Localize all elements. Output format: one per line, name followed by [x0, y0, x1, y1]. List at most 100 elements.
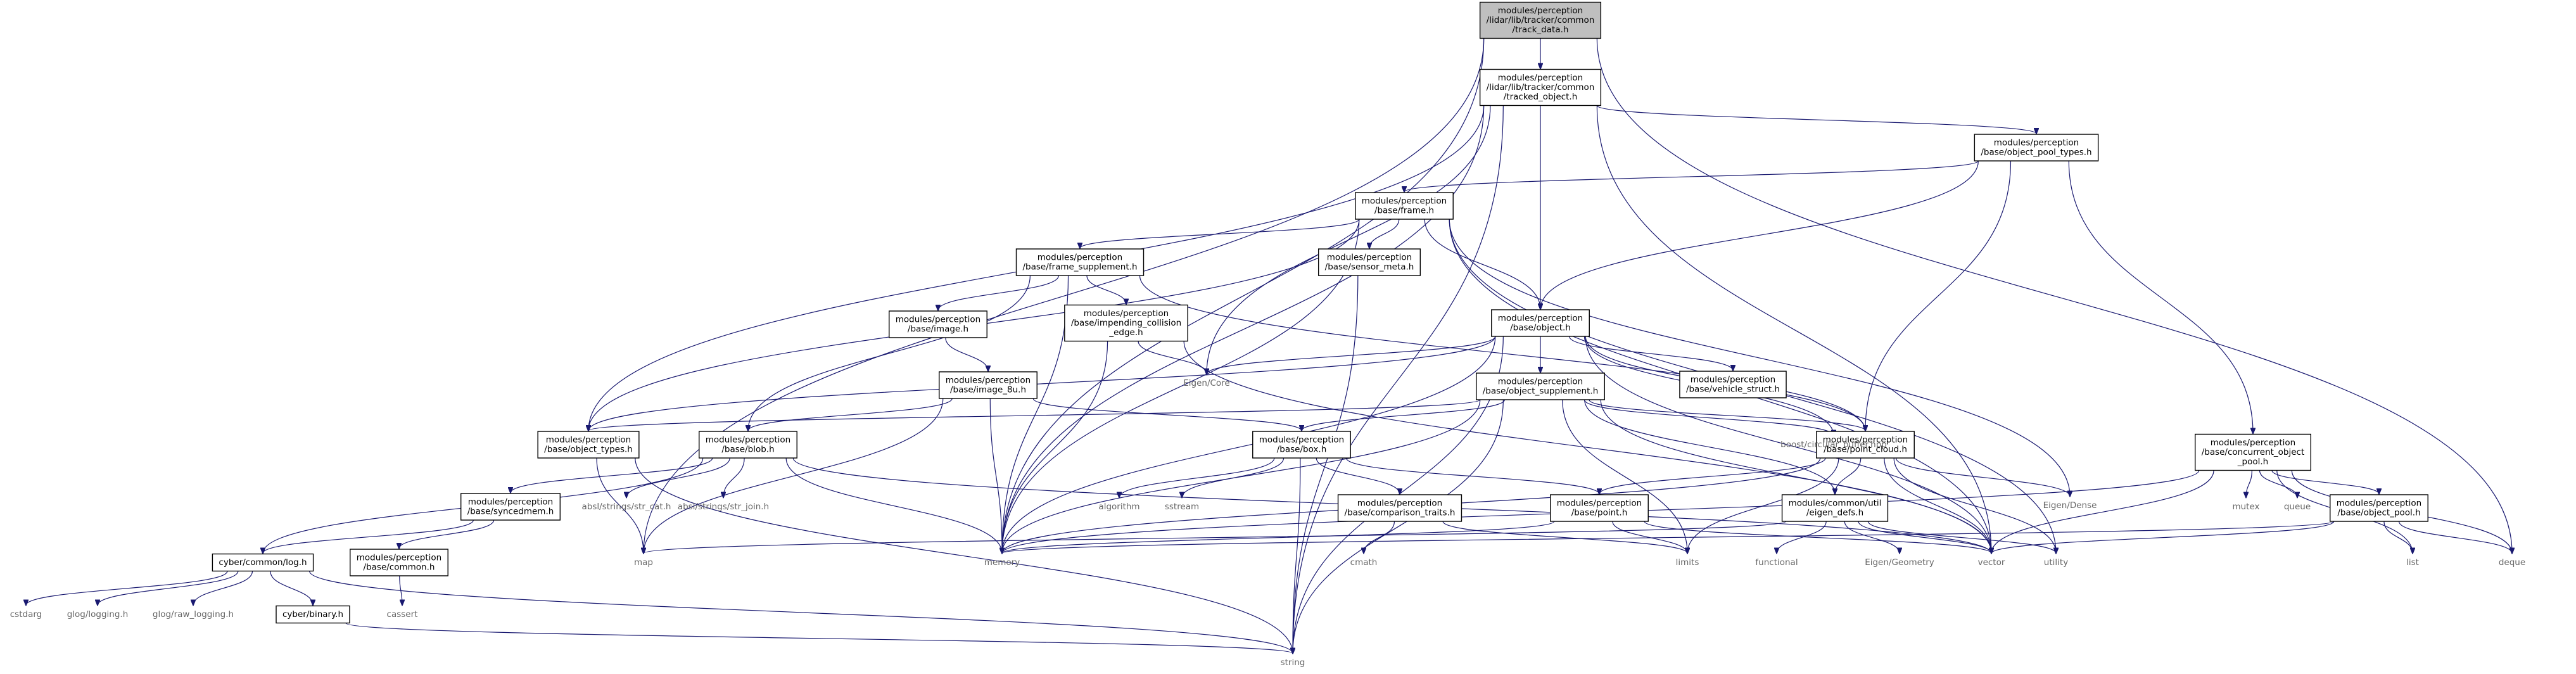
- edge-impending-to-eigen_core: [1138, 341, 1207, 374]
- node-box: [1974, 134, 2099, 162]
- node-eigen-geometry: Eigen/Geometry: [1865, 557, 1934, 568]
- edge-point_cloud-to-eigen_defs: [1835, 457, 1862, 494]
- node-cassert: cassert: [387, 609, 418, 620]
- node-label: /base/point.h: [1571, 508, 1628, 518]
- edge-object-to-object_types: [588, 336, 1496, 431]
- edge-concurrent_pool-to-mutex: [2246, 470, 2252, 498]
- node-box[interactable]: modules/perception/base/box.h: [1252, 431, 1351, 459]
- edge-object_supplement-to-eigen_defs: [1584, 399, 1835, 494]
- node-eigen-defs[interactable]: modules/common/util/eigen_defs.h: [1781, 494, 1889, 522]
- node-label: deque: [2499, 557, 2525, 568]
- node-point-cloud[interactable]: modules/perception/base/point_cloud.h: [1816, 431, 1915, 459]
- node-label: utility: [2044, 557, 2068, 568]
- node-cmath: cmath: [1350, 557, 1378, 568]
- node-label: /base/impending_collision: [1071, 318, 1181, 328]
- node-label: memory: [984, 557, 1020, 568]
- edge-object_types-to-map: [596, 457, 644, 554]
- node-label: modules/perception: [357, 553, 441, 563]
- node-root[interactable]: modules/perception/lidar/lib/tracker/com…: [1479, 1, 1602, 39]
- node-label: vector: [1978, 557, 2005, 568]
- node-vehicle-struct[interactable]: modules/perception/base/vehicle_struct.h: [1679, 371, 1787, 398]
- edge-root-to-deque: [1596, 38, 2512, 554]
- edge-eigen_defs-to-map: [644, 521, 1787, 554]
- node-label: Eigen/Geometry: [1865, 557, 1934, 568]
- node-label: modules/perception: [1327, 253, 1412, 263]
- edge-object_pool-to-deque: [2398, 521, 2513, 554]
- node-algorithm: algorithm: [1098, 502, 1139, 512]
- edge-frame-to-eigen_dense: [1449, 219, 2070, 497]
- node-blob[interactable]: modules/perception/base/blob.h: [699, 431, 797, 459]
- node-label: boost/circular_buffer.hpp: [1780, 440, 1887, 450]
- node-sensor-meta[interactable]: modules/perception/base/sensor_meta.h: [1317, 248, 1421, 276]
- edge-frame_supplement-to-blob: [748, 275, 1031, 431]
- edge-object-to-vector: [1585, 336, 1991, 554]
- node-label: modules/perception: [546, 435, 631, 445]
- node-object-types[interactable]: modules/perception/base/object_types.h: [537, 431, 640, 459]
- node-frame[interactable]: modules/perception/base/frame.h: [1355, 192, 1454, 220]
- node-limits: limits: [1676, 557, 1699, 568]
- edge-blob-to-syncedmem: [511, 457, 713, 493]
- edge-log-to-binary: [270, 571, 313, 606]
- edge-eigen_defs-to-eigen_geometry: [1844, 521, 1900, 554]
- node-point[interactable]: modules/perception/base/point.h: [1550, 494, 1649, 522]
- node-label: functional: [1755, 557, 1798, 568]
- node-box: [2330, 494, 2428, 522]
- node-label: /base/image.h: [908, 324, 968, 334]
- node-log[interactable]: cyber/common/log.h: [212, 553, 314, 572]
- edge-blob-to-memory: [785, 457, 1002, 554]
- node-image[interactable]: modules/perception/base/image.h: [889, 310, 987, 338]
- node-label: modules/perception: [1037, 253, 1122, 263]
- node-label: /base/object_pool.h: [2337, 508, 2420, 518]
- node-box: [276, 605, 350, 624]
- edge-frame-to-object: [1424, 219, 1540, 309]
- node-label: limits: [1676, 557, 1699, 568]
- node-label: /base/box.h: [1277, 445, 1327, 455]
- node-label: modules/perception: [1691, 375, 1775, 385]
- node-label: /tracked_object.h: [1504, 92, 1578, 102]
- node-label: /base/syncedmem.h: [467, 507, 554, 517]
- node-impending[interactable]: modules/perception/base/impending_collis…: [1064, 304, 1188, 342]
- edge-log-to-string: [308, 571, 1293, 654]
- node-frame-supplement[interactable]: modules/perception/base/frame_supplement…: [1015, 248, 1145, 276]
- node-eigen-dense: Eigen/Dense: [2043, 500, 2097, 511]
- node-label: cyber/binary.h: [282, 609, 343, 620]
- node-label: sstream: [1165, 502, 1199, 512]
- node-label: /eigen_defs.h: [1806, 508, 1863, 518]
- node-concurrent-pool[interactable]: modules/perception/base/concurrent_objec…: [2195, 433, 2311, 471]
- edge-object_supplement-to-boost_cb: [1583, 399, 1834, 436]
- node-tracked-object[interactable]: modules/perception/lidar/lib/tracker/com…: [1479, 68, 1602, 106]
- node-label: /base/object_types.h: [544, 445, 633, 455]
- edge-box-to-point: [1345, 457, 1600, 494]
- edge-object_pool_types-to-frame: [1404, 160, 1979, 192]
- node-label: modules/perception: [1823, 435, 1908, 445]
- node-box: [1479, 1, 1602, 39]
- node-syncedmem[interactable]: modules/perception/base/syncedmem.h: [460, 493, 561, 521]
- node-object-pool-types[interactable]: modules/perception/base/object_pool_type…: [1974, 134, 2099, 162]
- edge-syncedmem-to-log: [263, 519, 474, 554]
- edge-point-to-limits: [1612, 521, 1687, 554]
- node-label: list: [2406, 557, 2419, 568]
- node-box: [699, 431, 797, 459]
- node-box: [2195, 433, 2311, 471]
- node-label: modules/perception: [706, 435, 790, 445]
- node-eigen-core: Eigen/Core: [1183, 378, 1230, 388]
- node-object[interactable]: modules/perception/base/object.h: [1491, 309, 1590, 337]
- node-comparison-traits[interactable]: modules/perception/base/comparison_trait…: [1337, 494, 1462, 522]
- edge-object-to-memory: [1002, 336, 1496, 554]
- node-deque: deque: [2499, 557, 2525, 568]
- node-label: modules/perception: [1498, 314, 1583, 324]
- node-object-pool[interactable]: modules/perception/base/object_pool.h: [2330, 494, 2428, 522]
- node-common-h[interactable]: modules/perception/base/common.h: [350, 549, 448, 576]
- node-box: [1064, 304, 1188, 342]
- node-glog-raw: glog/raw_logging.h: [153, 609, 234, 620]
- node-image-8u[interactable]: modules/perception/base/image_8u.h: [939, 371, 1037, 399]
- node-label: modules/perception: [896, 315, 980, 325]
- node-box: [1476, 372, 1605, 400]
- node-label: /lidar/lib/tracker/common: [1487, 15, 1595, 25]
- node-label: modules/perception: [2211, 438, 2295, 448]
- node-binary[interactable]: cyber/binary.h: [276, 605, 350, 624]
- node-label: cassert: [387, 609, 418, 620]
- node-vector: vector: [1978, 557, 2005, 568]
- node-object-supplement[interactable]: modules/perception/base/object_supplemen…: [1476, 372, 1605, 400]
